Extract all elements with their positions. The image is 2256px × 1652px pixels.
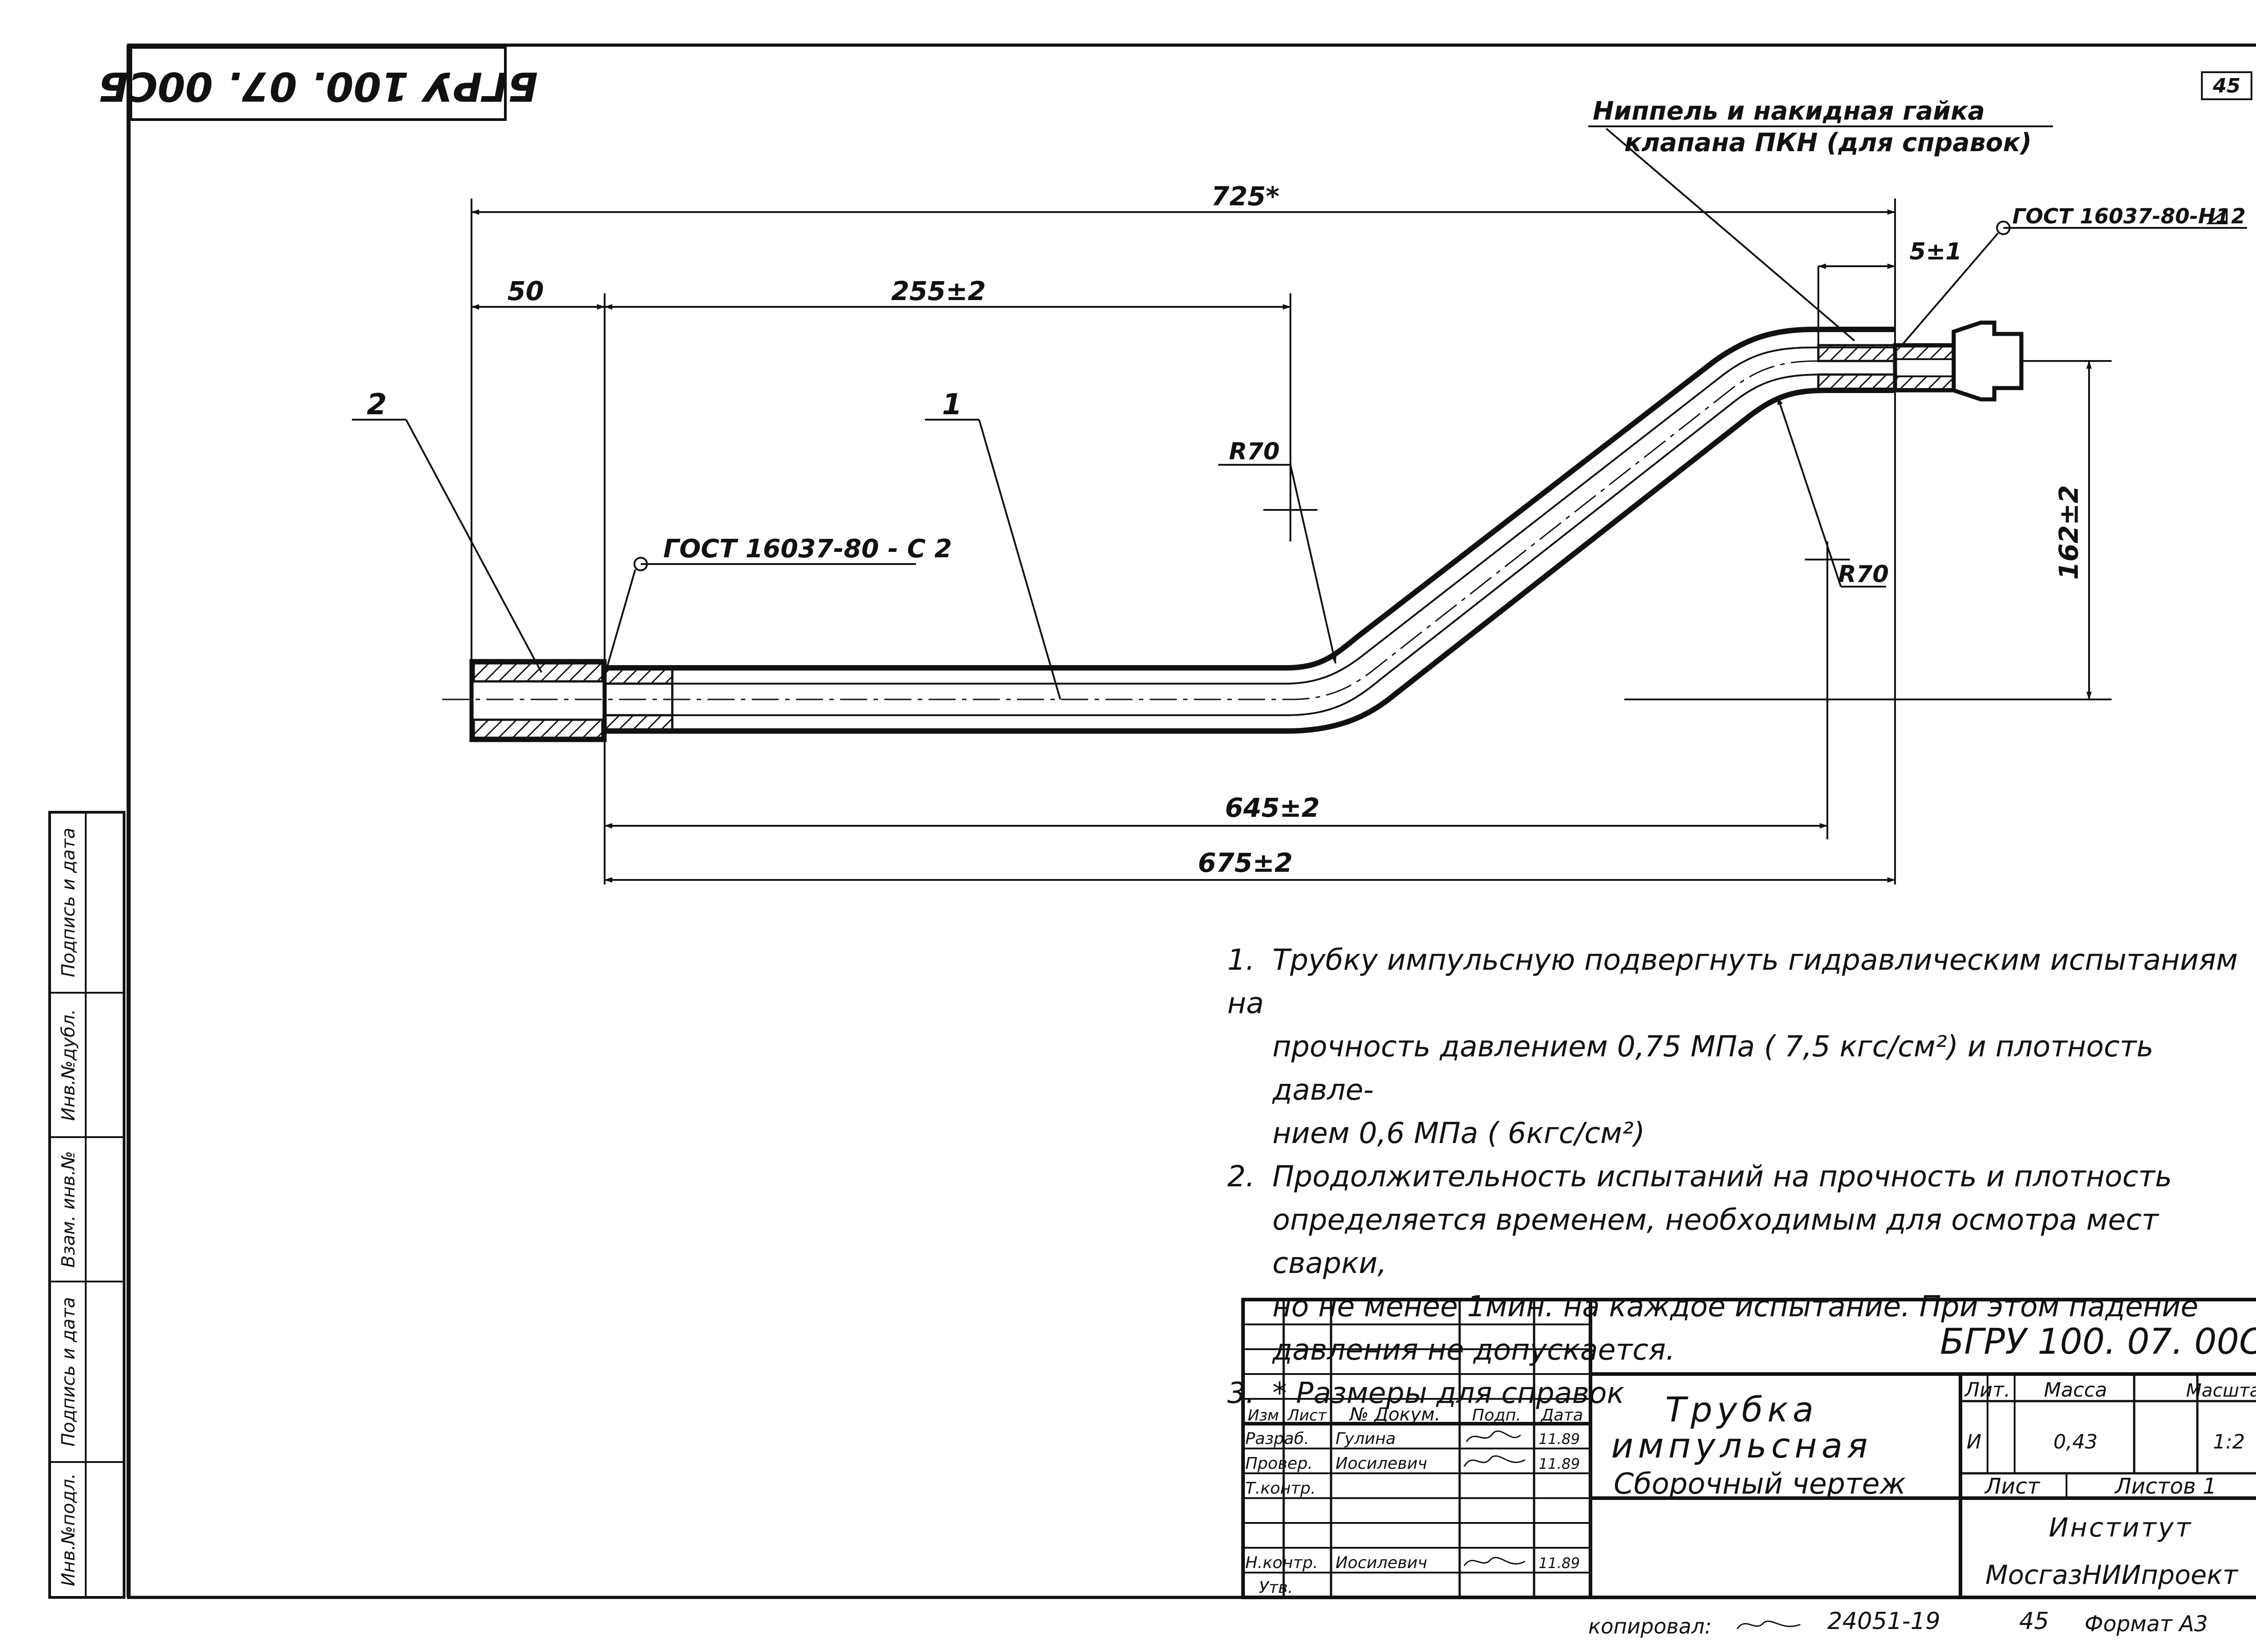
side-stamp	[48, 811, 125, 1599]
note-line: Продолжительность испытаний на прочность…	[1272, 1160, 2172, 1194]
lit-header: Лит.	[1964, 1379, 2010, 1402]
sheet-corner: 45	[2201, 71, 2252, 100]
dim-675: 675±2	[1198, 847, 1293, 878]
row-date-1: 11.89	[1539, 1455, 1580, 1472]
sheet-label: Лист	[1984, 1474, 2041, 1499]
row-name-0: Гулина	[1336, 1430, 1396, 1448]
mass-value: 0,43	[2053, 1430, 2098, 1453]
side-stamp-vzam: Взам. инв.№	[58, 1151, 79, 1268]
row-name-4: Иосилевич	[1336, 1554, 1427, 1572]
note-number: 2.	[1227, 1160, 1255, 1194]
note-number: 1.	[1227, 944, 1255, 977]
header-doc: № Докум.	[1349, 1404, 1441, 1425]
part-2-label: 2	[367, 388, 387, 421]
nipple-callout-line1: Ниппель и накидная гайка	[1593, 97, 1985, 126]
scale-header: Масштаб	[2186, 1380, 2256, 1401]
side-stamp-inv-podl: Инв.№подл.	[58, 1473, 79, 1587]
org-line1: Институт	[2049, 1512, 2193, 1543]
note-number: 3.	[1227, 1377, 1255, 1410]
header-date: Дата	[1540, 1406, 1583, 1425]
row-role-5: Утв.	[1259, 1578, 1293, 1597]
doc-title-line2: импульсная	[1611, 1425, 1872, 1466]
note-line: Трубку импульсную подвергнуть гидравличе…	[1227, 944, 2238, 1020]
lit-value: И	[1967, 1430, 1982, 1453]
dim-50: 50	[508, 276, 544, 306]
note-line: прочность давлением 0,75 МПа ( 7,5 кгс/с…	[1272, 1030, 2154, 1107]
signature-4	[1463, 1557, 1526, 1566]
scale-value: 1:2	[2213, 1430, 2245, 1453]
footer-copier-signature	[1736, 1620, 1801, 1629]
note-2: 2. Продолжительность испытаний на прочнос…	[1227, 1155, 2242, 1199]
note-1: 1.Трубку импульсную подвергнуть гидравли…	[1227, 939, 2242, 1025]
org-line2: МосгазНИИпроект	[1985, 1559, 2239, 1590]
row-role-2: Т.контр.	[1245, 1479, 1316, 1498]
note-line: но не менее 1мин. на каждое испытание. П…	[1272, 1290, 2199, 1323]
row-role-0: Разраб.	[1245, 1430, 1309, 1448]
note-1-cont-1: прочность давлением 0,75 МПа ( 7,5 кгс/с…	[1227, 1025, 2242, 1112]
note-1-cont-2: нием 0,6 МПа ( 6кгс/см²)	[1227, 1112, 2242, 1155]
doc-title-line1: Трубка	[1665, 1389, 1818, 1430]
sheets-label: Листов 1	[2114, 1474, 2216, 1499]
row-role-1: Провер.	[1245, 1454, 1313, 1473]
tube-top-wall	[605, 327, 1895, 671]
row-name-1: Иосилевич	[1336, 1454, 1427, 1473]
note-2-cont-3: давления не допускается.	[1227, 1328, 2242, 1372]
signature-0	[1465, 1430, 1521, 1442]
tube-bottom-wall	[605, 388, 1895, 734]
signature-1	[1463, 1455, 1526, 1467]
side-stamp-inv-dubl: Инв.№дубл.	[58, 1009, 79, 1121]
fillet-weld-symbol	[2206, 208, 2228, 224]
union-nut	[1951, 320, 2024, 402]
row-date-0: 11.89	[1539, 1430, 1580, 1448]
dim-5: 5±1	[1909, 238, 1962, 265]
note-line: нием 0,6 МПа ( 6кгс/см²)	[1272, 1117, 1645, 1150]
weld-right-label: ГОСТ 16037-80-Н1	[2012, 204, 2230, 228]
row-date-4: 11.89	[1539, 1555, 1580, 1572]
dim-r70-left: R70	[1229, 438, 1280, 465]
weld-left-label: ГОСТ 16037-80 - С 2	[663, 534, 952, 564]
dim-645: 645±2	[1225, 792, 1320, 823]
sheet-corner-number: 45	[2212, 74, 2240, 97]
dim-255: 255±2	[891, 276, 986, 306]
note-line: давления не допускается.	[1272, 1333, 1675, 1367]
title-block	[1241, 1298, 2256, 1599]
sheet-frame	[126, 43, 2256, 1599]
weld-right-leg: 2	[2231, 204, 2246, 228]
doc-title-line3: Сборочный чертеж	[1613, 1467, 1906, 1501]
dimensions	[352, 125, 2247, 884]
footer-format: Формат А3	[2085, 1611, 2208, 1637]
mass-header: Масса	[2044, 1379, 2107, 1402]
row-role-4: Н.контр.	[1245, 1554, 1318, 1572]
note-line: * Размеры для справок	[1272, 1377, 1624, 1410]
part-1-label: 1	[942, 388, 962, 421]
code-stamp-text: БГРУ 100. 07. 00СБ	[98, 63, 538, 110]
footer-inv: 24051-19	[1827, 1608, 1940, 1635]
dim-162: 162±2	[2053, 485, 2084, 580]
note-line: определяется временем, необходимым для о…	[1272, 1203, 2159, 1280]
technical-notes: 1.Трубку импульсную подвергнуть гидравли…	[1227, 939, 2242, 1415]
footer-page: 45	[2019, 1608, 2049, 1635]
header-list: Лист	[1287, 1407, 1327, 1425]
dim-r70-right: R70	[1838, 561, 1889, 588]
header-izm: Изм	[1248, 1407, 1279, 1425]
side-stamp-sign-2: Подпись и дата	[58, 828, 79, 977]
side-stamp-sign-1: Подпись и дата	[58, 1297, 79, 1446]
note-2-cont-2: но не менее 1мин. на каждое испытание. П…	[1227, 1285, 2242, 1328]
header-sign: Подп.	[1472, 1406, 1521, 1425]
nipple-callout-line2: клапана ПКН (для справок)	[1624, 128, 2032, 157]
dim-overall: 725*	[1211, 181, 1279, 212]
note-2-cont-1: определяется временем, необходимым для о…	[1227, 1199, 2242, 1285]
pipe-assembly	[442, 320, 2112, 742]
footer-copied: копировал:	[1588, 1614, 1711, 1638]
note-3: 3. * Размеры для справок	[1227, 1372, 2242, 1415]
title-block-code: БГРУ 100. 07. 00СБ	[1940, 1322, 2256, 1362]
code-stamp-topleft: БГРУ 100. 07. 00СБ	[98, 46, 538, 121]
